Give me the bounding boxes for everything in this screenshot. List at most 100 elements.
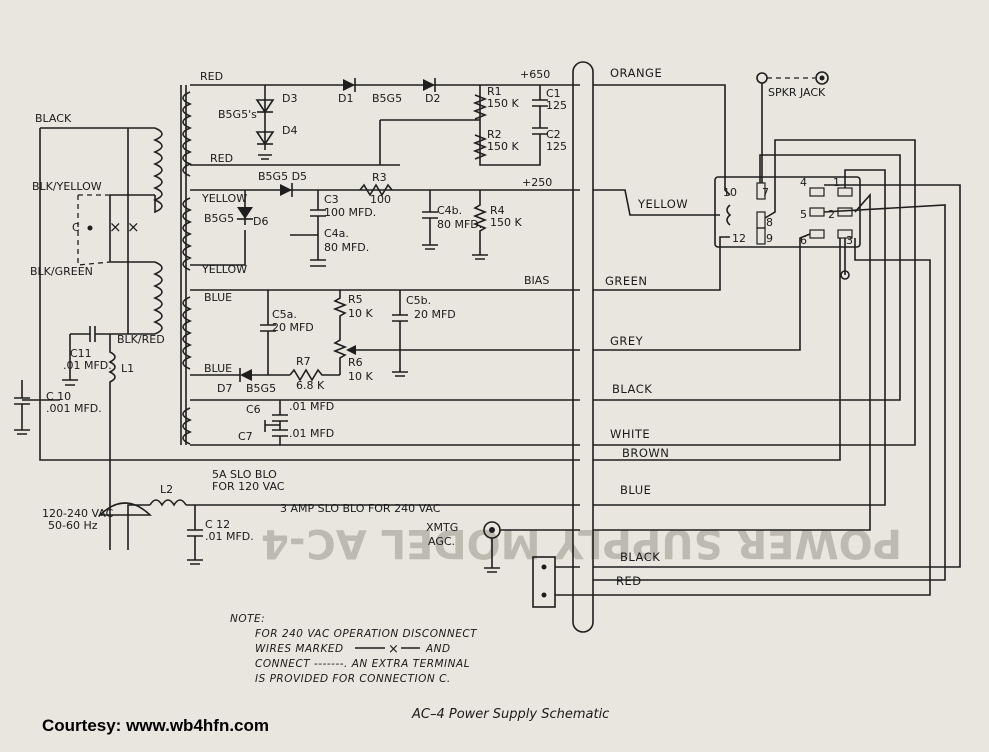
svg-text:2: 2 [828,208,835,221]
svg-text:7: 7 [762,186,769,199]
courtesy-credit: Courtesy: www.wb4hfn.com [42,716,269,735]
svg-text:.01 MFD.: .01 MFD. [205,530,254,543]
svg-text:150 K: 150 K [487,97,519,110]
svg-text:3: 3 [846,234,853,247]
wire-brown: BROWN [622,446,669,460]
svg-text:×: × [127,218,140,236]
bias-label: BIAS [524,274,549,287]
wire-black-2: BLACK [620,550,660,564]
svg-text:BLUE: BLUE [204,291,232,304]
wire-orange: ORANGE [610,66,662,80]
primary-blk-red-label: BLK/RED [117,333,165,346]
svg-text:.01 MFD.: .01 MFD. [63,359,112,372]
wire-grey: GREY [610,334,644,348]
svg-text:150 K: 150 K [490,216,522,229]
ac-voltage-label: 120-240 VAC [42,507,114,520]
svg-text:6.8 K: 6.8 K [296,379,325,392]
svg-text:R4: R4 [490,204,505,217]
svg-text:D4: D4 [282,124,297,137]
svg-text:4: 4 [800,176,807,189]
svg-text:80 MFD.: 80 MFD. [324,241,369,254]
svg-text:XMTG: XMTG [426,521,458,534]
fuse-240-label: 3 AMP SLO BLO FOR 240 VAC [280,502,441,515]
svg-text:D6: D6 [253,215,268,228]
svg-text:L2: L2 [160,483,173,496]
fuse-120-label: 5A SLO BLO [212,468,277,481]
svg-text:9: 9 [766,232,773,245]
svg-text:R5: R5 [348,293,363,306]
svg-text:100 MFD.: 100 MFD. [324,206,376,219]
svg-text:B5G5 D5: B5G5 D5 [258,170,307,183]
svg-text:20 MFD: 20 MFD [272,321,314,334]
svg-text:10: 10 [723,186,737,199]
svg-text:5: 5 [800,208,807,221]
ac-frequency-label: 50-60 Hz [48,519,98,532]
filament-section: C6 .01 MFD C7 .01 MFD [182,399,580,446]
svg-text:125: 125 [546,140,567,153]
svg-text:IS PROVIDED FOR CONNECTION C.: IS PROVIDED FOR CONNECTION C. [255,673,451,685]
svg-text:D2: D2 [425,92,440,105]
fuse-120b-label: FOR 120 VAC [212,480,285,493]
svg-text:×: × [388,642,399,657]
wire-blue: BLUE [620,483,651,497]
svg-text:R6: R6 [348,356,363,369]
svg-text:C 10: C 10 [46,390,71,403]
input-filter: C11 .01 MFD. L1 C 10 .001 MFD. [14,326,580,505]
primary-blk-green-label: BLK/GREEN [30,265,93,278]
svg-text:CONNECT -------. AN EXTRA TERM: CONNECT -------. AN EXTRA TERMINAL [255,658,470,670]
harness-wires [555,83,961,596]
wire-white: WHITE [610,427,650,441]
svg-text:100: 100 [370,193,391,206]
svg-text:AGC.: AGC. [428,535,455,548]
svg-text:B5G5: B5G5 [204,212,234,225]
hv-section: RED RED D3 D4 B5G5's D1 B5G5 D2 R1 150 K… [182,68,580,177]
svg-text:12: 12 [732,232,746,245]
ac-input: 120-240 VAC 50-60 Hz L2 C 12 .01 MFD. 5A… [42,468,580,565]
background-bleed-text: POWER SUPPLY MODEL AC-4 [261,520,902,566]
v650-label: +650 [520,68,550,81]
wire-yellow: YELLOW [637,197,688,211]
svg-text:C 12: C 12 [205,518,230,531]
terminal-c-label: C [72,221,80,234]
power-connector: 1 2 3 4 5 6 7 8 9 10 12 [714,176,861,248]
svg-text:BLUE: BLUE [204,362,232,375]
v250-label: +250 [522,176,552,189]
svg-text:C5b.: C5b. [406,294,431,307]
svg-text:L1: L1 [121,362,134,375]
svg-text:YELLOW: YELLOW [201,263,247,276]
svg-text:R2: R2 [487,128,502,141]
bleed-title: POWER SUPPLY MODEL AC-4 [261,520,902,566]
bias-section: BLUE BLUE D7 B5G5 R7 6.8 K C5a. 20 MFD R… [182,274,580,395]
svg-text:C4a.: C4a. [324,227,349,240]
svg-text:C1: C1 [546,87,561,100]
svg-text:SPKR JACK: SPKR JACK [768,86,826,99]
cable-bundle [572,61,594,633]
svg-text:10 K: 10 K [348,307,373,320]
svg-text:B5G5: B5G5 [246,382,276,395]
red-top-label: RED [200,70,223,83]
svg-text:C5a.: C5a. [272,308,297,321]
svg-text:NOTE:: NOTE: [230,613,265,625]
svg-text:C11: C11 [70,347,92,360]
svg-text:FOR 240 VAC OPERATION DISCONNE: FOR 240 VAC OPERATION DISCONNECT [255,628,478,640]
svg-text:R7: R7 [296,355,311,368]
cable-color-labels: ORANGE YELLOW GREEN GREY BLACK WHITE BRO… [605,66,688,588]
speaker-jack: SPKR JACK [756,71,829,99]
svg-text:10 K: 10 K [348,370,373,383]
svg-text:WIRES MARKED: WIRES MARKED [255,643,344,655]
xmtg-agc-connector: XMTG AGC. [426,521,580,608]
svg-text:×: × [109,218,122,236]
svg-text:B5G5's: B5G5's [218,108,257,121]
svg-text:C7: C7 [238,430,253,443]
red-bottom-label: RED [210,152,233,165]
primary-blk-yellow-label: BLK/YELLOW [32,180,102,193]
svg-text:.001 MFD.: .001 MFD. [46,402,102,415]
svg-text:20 MFD: 20 MFD [414,308,456,321]
svg-text:.01 MFD: .01 MFD [289,427,334,440]
svg-text:B5G5: B5G5 [372,92,402,105]
svg-text:D1: D1 [338,92,353,105]
svg-text:C2: C2 [546,128,561,141]
svg-text:8: 8 [766,216,773,229]
